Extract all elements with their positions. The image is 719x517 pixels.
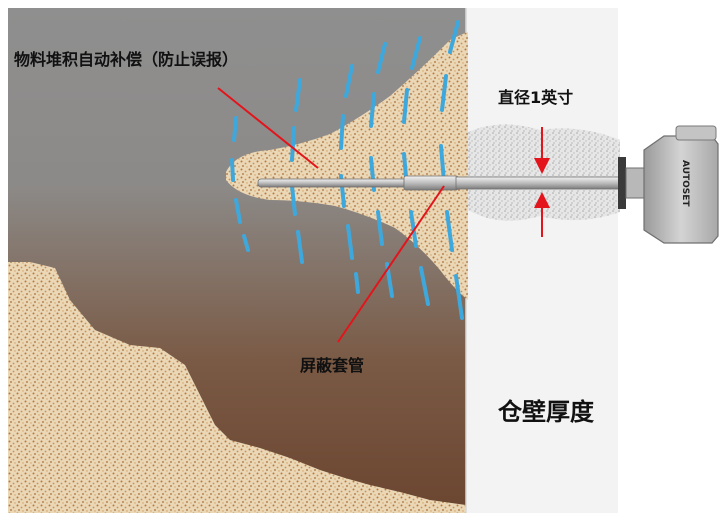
wall-material-cloud bbox=[468, 124, 620, 221]
label-shield-sleeve: 屏蔽套管 bbox=[300, 356, 365, 375]
label-diameter: 直径1英寸 bbox=[498, 88, 574, 107]
bulk-material-pile bbox=[8, 262, 466, 513]
probe-rod bbox=[455, 176, 643, 190]
mounting-nut bbox=[625, 167, 645, 199]
autoset-logo: AUTOSET bbox=[680, 160, 690, 207]
label-wall-thickness: 仓壁厚度 bbox=[498, 398, 594, 426]
detection-field bbox=[230, 20, 464, 320]
mounting-flange bbox=[618, 157, 626, 209]
label-material-buildup: 物料堆积自动补偿（防止误报） bbox=[14, 50, 239, 69]
leader-shield-sleeve bbox=[337, 185, 445, 343]
leader-material-buildup bbox=[217, 87, 319, 169]
shield-sleeve-body bbox=[403, 175, 459, 191]
probe-tip bbox=[257, 178, 409, 188]
housing-lid bbox=[675, 125, 717, 141]
silo-wall bbox=[466, 8, 618, 513]
